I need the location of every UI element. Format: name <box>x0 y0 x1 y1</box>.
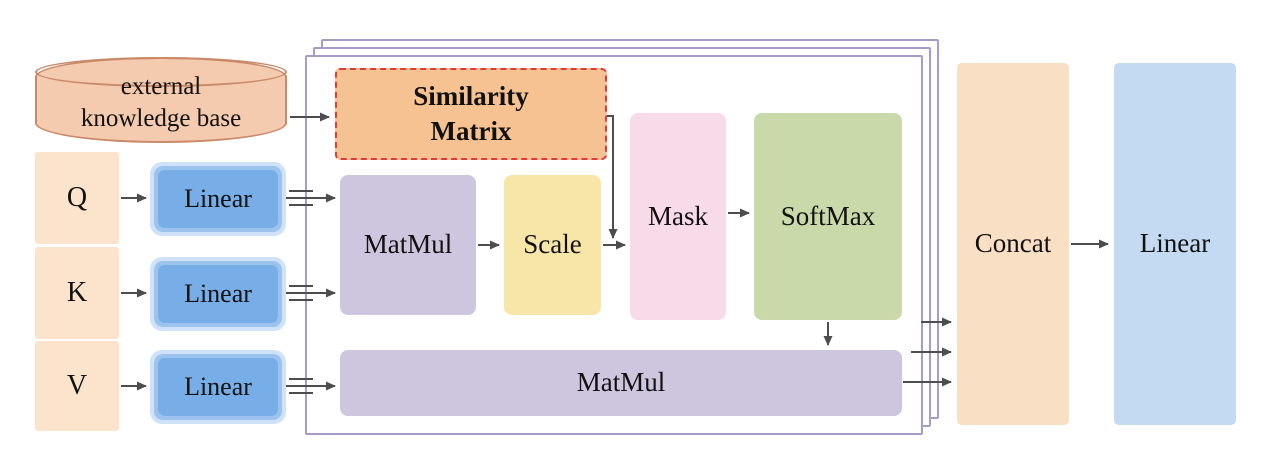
similarity-matrix-line1: Similarity <box>413 80 529 111</box>
linear-v-inner: Linear <box>158 358 278 416</box>
k-input-box: K <box>35 247 119 339</box>
concat-box: Concat <box>957 63 1069 425</box>
output-linear-box: Linear <box>1114 63 1236 425</box>
linear-k-inner: Linear <box>158 265 278 323</box>
linear-k-label: Linear <box>184 279 252 308</box>
kb-label-line2: knowledge base <box>80 105 242 132</box>
linear-k-layer: Linear <box>154 261 282 327</box>
similarity-matrix-box: Similarity Matrix <box>335 68 607 160</box>
q-input-box: Q <box>35 152 119 244</box>
kb-label-line1: external <box>120 72 202 100</box>
linear-v-box: Linear <box>150 350 286 424</box>
concat-label: Concat <box>974 228 1052 259</box>
external-knowledge-base-label: external knowledge base <box>37 59 285 144</box>
similarity-matrix-line2: Matrix <box>430 116 512 146</box>
matmul-v-label: MatMul <box>576 367 666 398</box>
softmax-box: SoftMax <box>754 113 902 320</box>
v-input-box: V <box>35 341 119 431</box>
linear-q-layer: Linear <box>154 166 282 232</box>
scale-label: Scale <box>523 229 582 260</box>
matmul-v-box: MatMul <box>340 350 902 416</box>
output-linear-label: Linear <box>1139 228 1211 259</box>
external-knowledge-base-cylinder: external knowledge base <box>35 57 287 143</box>
softmax-label: SoftMax <box>780 200 876 231</box>
linear-q-label: Linear <box>184 184 252 213</box>
linear-k-box: Linear <box>150 257 286 331</box>
k-label: K <box>66 276 88 308</box>
matmul-qk-box: MatMul <box>340 175 476 315</box>
scale-box: Scale <box>504 175 601 315</box>
linear-q-box: Linear <box>150 162 286 236</box>
v-label: V <box>66 369 88 401</box>
linear-v-label: Linear <box>184 372 252 401</box>
linear-v-layer: Linear <box>154 354 282 420</box>
matmul-qk-label: MatMul <box>363 229 453 260</box>
q-label: Q <box>66 181 88 213</box>
mask-box: Mask <box>630 113 726 320</box>
linear-q-inner: Linear <box>158 170 278 228</box>
mask-label: Mask <box>648 200 708 231</box>
